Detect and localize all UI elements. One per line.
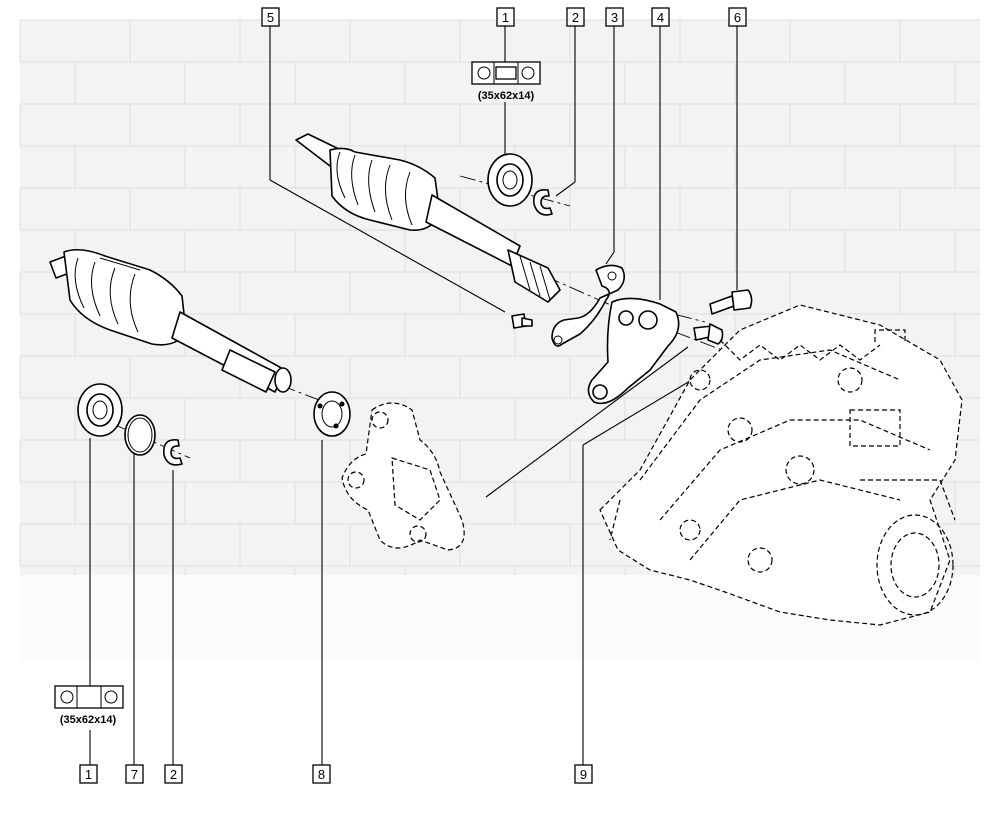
bolt-short — [693, 323, 724, 345]
bearing-housing — [587, 297, 680, 405]
callout-bottom-8: 8 — [312, 764, 331, 784]
svg-text:1: 1 — [85, 767, 92, 782]
svg-text:1: 1 — [502, 10, 509, 25]
seal-ring — [313, 391, 351, 437]
callout-top-4: 4 — [651, 7, 670, 27]
callout-bottom-1: 1 — [79, 764, 98, 784]
svg-text:5: 5 — [267, 10, 274, 25]
callout-top-5: 5 — [261, 7, 280, 27]
bearing-spec-top-label: (35x62x14) — [478, 90, 535, 102]
callout-bottom-7: 7 — [125, 764, 144, 784]
svg-text:9: 9 — [580, 767, 587, 782]
o-ring-seal — [124, 414, 156, 456]
svg-text:3: 3 — [611, 10, 618, 25]
svg-text:8: 8 — [318, 767, 325, 782]
leader-lines — [89, 26, 738, 765]
lower-driveshaft — [49, 248, 292, 393]
bolt-long — [709, 289, 753, 315]
callout-top-2: 2 — [566, 7, 585, 27]
bearing-spec-bottom-label: (35x62x14) — [60, 714, 117, 726]
retaining-plate — [551, 264, 626, 347]
wheel-hub-outline — [341, 402, 465, 551]
circlip-lower — [162, 438, 183, 466]
callout-bottom-9: 9 — [574, 764, 593, 784]
gearbox-outline — [599, 304, 963, 626]
upper-driveshaft — [295, 133, 561, 303]
callout-top-3: 3 — [605, 7, 624, 27]
callout-top-6: 6 — [728, 7, 747, 27]
svg-text:4: 4 — [657, 10, 664, 25]
bearing-upper — [487, 153, 533, 207]
svg-text:2: 2 — [170, 767, 177, 782]
svg-text:2: 2 — [572, 10, 579, 25]
svg-text:6: 6 — [734, 10, 741, 25]
circlip-upper — [532, 188, 553, 216]
bearing-lower — [77, 383, 123, 437]
small-bolt — [511, 313, 533, 329]
bearing-spec-bottom: (35x62x14) — [54, 685, 124, 726]
callout-top-1: 1 — [496, 7, 515, 27]
bearing-spec-top: (35x62x14) — [471, 61, 541, 102]
callout-bottom-2: 2 — [164, 764, 183, 784]
svg-text:7: 7 — [131, 767, 138, 782]
